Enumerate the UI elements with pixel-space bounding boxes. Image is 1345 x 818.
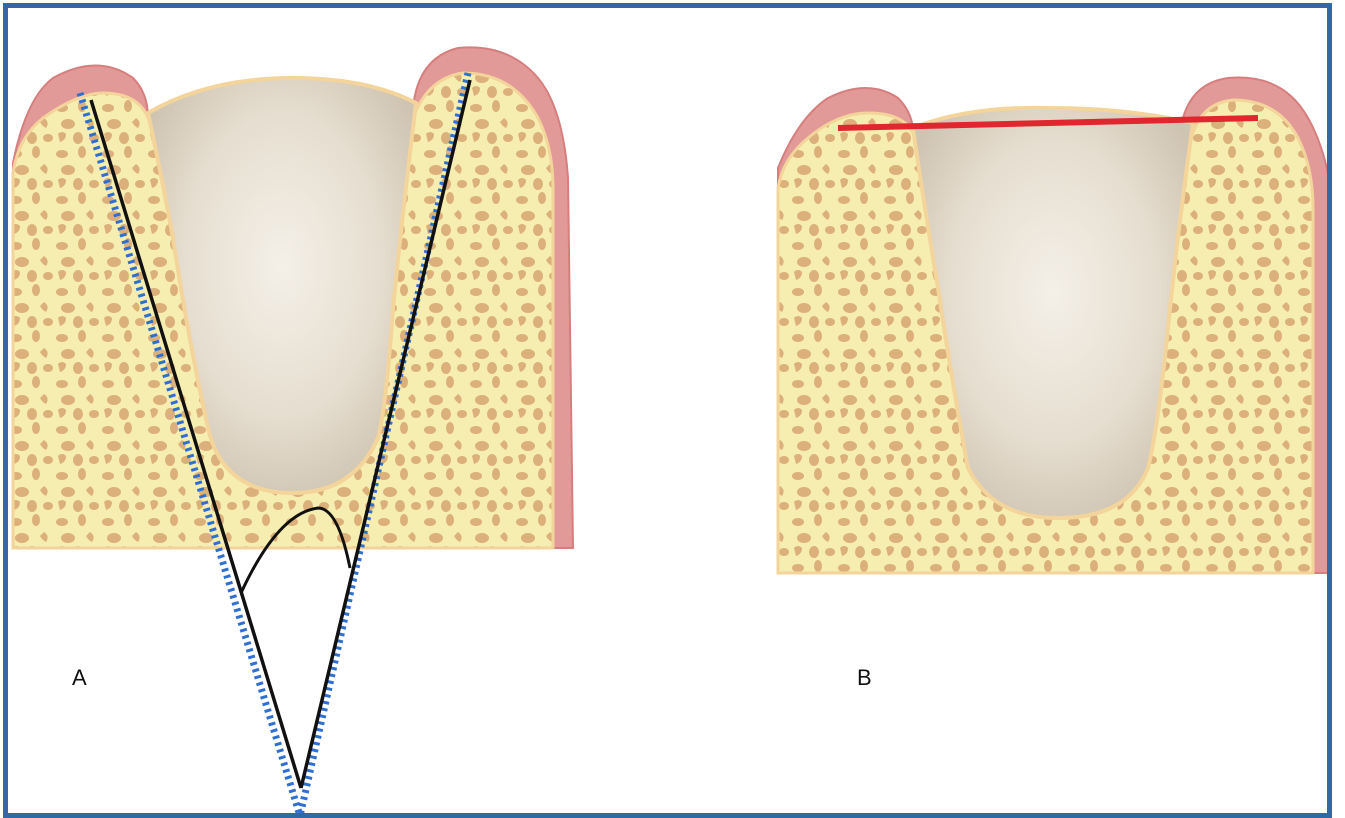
panel-b-label: B: [857, 665, 872, 691]
figure-frame: A B: [3, 3, 1332, 818]
diagram-canvas: [8, 8, 1332, 818]
panel-b: [778, 78, 1332, 574]
panel-a-label: A: [72, 665, 87, 691]
panel-a: [13, 47, 573, 816]
